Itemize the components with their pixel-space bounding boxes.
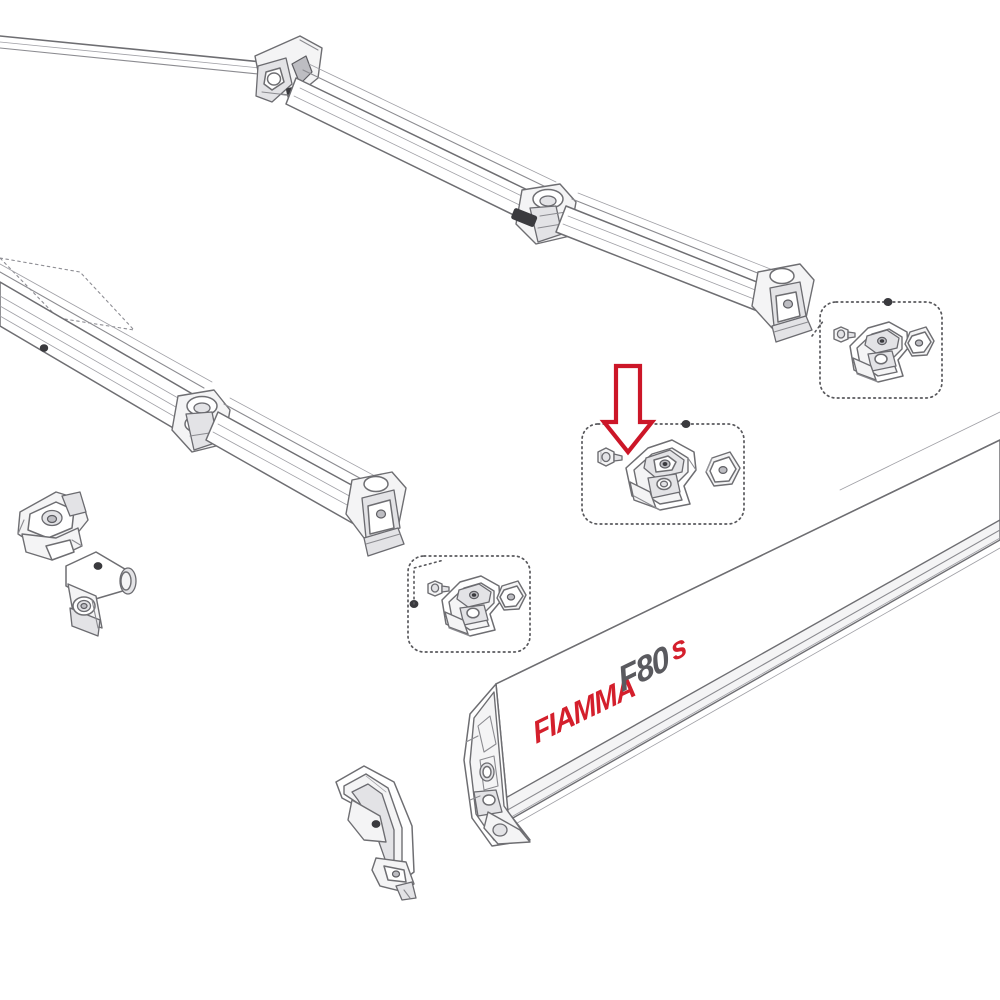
rear-callout-bracket-body	[441, 575, 501, 637]
upper-arm-center-joint	[511, 183, 577, 245]
pivot-hinge-part	[65, 551, 137, 637]
rear-callout-cover-cap	[496, 580, 527, 611]
upper-arm-right-end-foot	[751, 263, 815, 343]
upper-articulated-support-arm	[0, 35, 815, 343]
upper-callout-cover-cap	[904, 326, 935, 357]
upper-callout-bracket-body	[849, 321, 909, 383]
arm-knuckle-joint-part	[17, 491, 89, 561]
upper-mounting-bracket-callout	[811, 297, 943, 399]
upper-callout-dotted-frame	[819, 301, 943, 399]
lower-articulated-support-arm	[0, 257, 407, 557]
lower-arm-right-end-foot	[345, 471, 407, 557]
case-left-end-cap	[463, 683, 531, 847]
upper-callout-hex-screw	[833, 326, 856, 343]
rear-mounting-bracket-callout	[407, 555, 531, 653]
rear-callout-dotted-frame	[407, 555, 531, 653]
upper-arm-segment-a	[285, 63, 557, 223]
curved-support-leg-part	[335, 765, 417, 901]
upper-callout-leader-line	[811, 319, 825, 337]
front-callout-leader-dot	[681, 419, 691, 428]
upper-arm-outer-rail	[0, 35, 263, 75]
upper-callout-leader-dot	[883, 297, 893, 306]
brand-model-suffix-text: s	[667, 628, 690, 668]
front-callout-dotted-frame	[581, 423, 745, 525]
rear-callout-leader-line	[413, 559, 445, 605]
awning-roll-case-housing: FIAMMA F80 s	[463, 411, 1000, 847]
down-arrow	[599, 363, 657, 456]
front-callout-bracket-body	[625, 439, 697, 511]
front-callout-hex-screw	[597, 447, 623, 467]
upper-arm-segment-b	[555, 192, 789, 313]
front-mounting-bracket-callout	[581, 419, 745, 525]
front-callout-cover-cap	[705, 451, 741, 487]
rear-callout-hex-screw	[427, 580, 450, 597]
case-front-face	[495, 439, 1000, 813]
